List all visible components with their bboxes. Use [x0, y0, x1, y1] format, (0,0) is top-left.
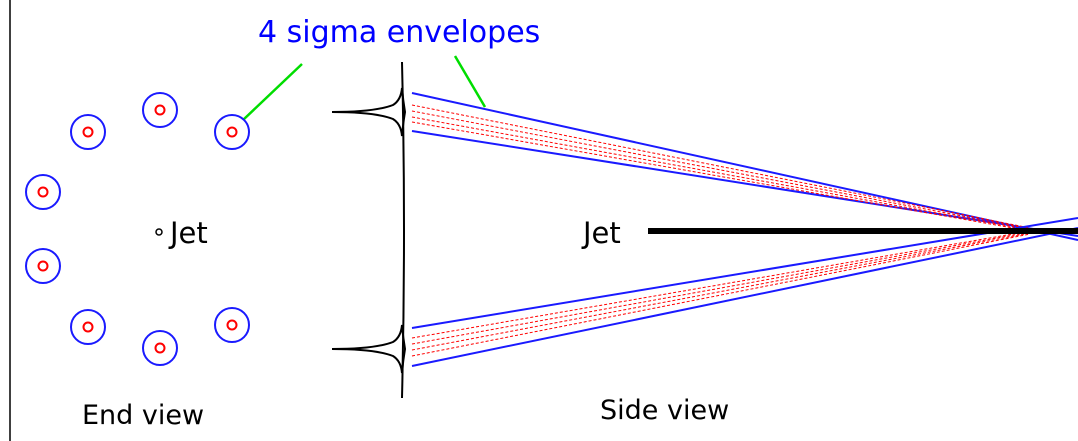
side-view-jet-label: Jet: [581, 216, 621, 250]
annotation-title: 4 sigma envelopes: [258, 15, 540, 50]
leader-line-end-view: [242, 63, 303, 121]
side-view-caption: Side view: [600, 395, 729, 426]
upper-envelope-bottom-line: [411, 130, 1078, 237]
lower-envelope-top-line: [411, 217, 1078, 329]
lower-gaussian-profile: [331, 324, 407, 374]
detector-core-ring-7: [154, 342, 166, 354]
end-view-panel: Jet End view: [25, 92, 250, 431]
detector-outer-ring-7: [142, 330, 178, 366]
side-view-panel: Jet Side view: [331, 61, 1078, 426]
profile-axis-line: [401, 61, 405, 399]
detector-core-ring-8: [226, 319, 238, 331]
detector-outer-ring-3: [214, 114, 250, 150]
end-view-caption: End view: [82, 400, 204, 431]
detector-core-ring-3: [226, 126, 238, 138]
jet-dot-marker: [155, 228, 163, 236]
upper-core-tracks: [411, 104, 1031, 232]
detector-outer-ring-2: [142, 92, 178, 128]
detector-core-ring-2: [154, 104, 166, 116]
detector-outer-ring-8: [214, 307, 250, 343]
detector-ring-group: [25, 92, 250, 366]
detector-core-ring-5: [37, 260, 49, 272]
detector-outer-ring-1: [70, 114, 106, 150]
detector-outer-ring-4: [25, 174, 61, 210]
end-view-jet-label: Jet: [168, 216, 208, 250]
detector-core-ring-6: [82, 321, 94, 333]
detector-core-ring-4: [37, 186, 49, 198]
detector-outer-ring-5: [25, 248, 61, 284]
lower-core-tracks: [411, 230, 1031, 357]
leader-line-side-view: [453, 55, 487, 108]
upper-gaussian-profile: [331, 87, 407, 137]
detector-outer-ring-6: [70, 309, 106, 345]
detector-core-ring-1: [82, 126, 94, 138]
lower-envelope-bottom-line: [411, 227, 1078, 367]
